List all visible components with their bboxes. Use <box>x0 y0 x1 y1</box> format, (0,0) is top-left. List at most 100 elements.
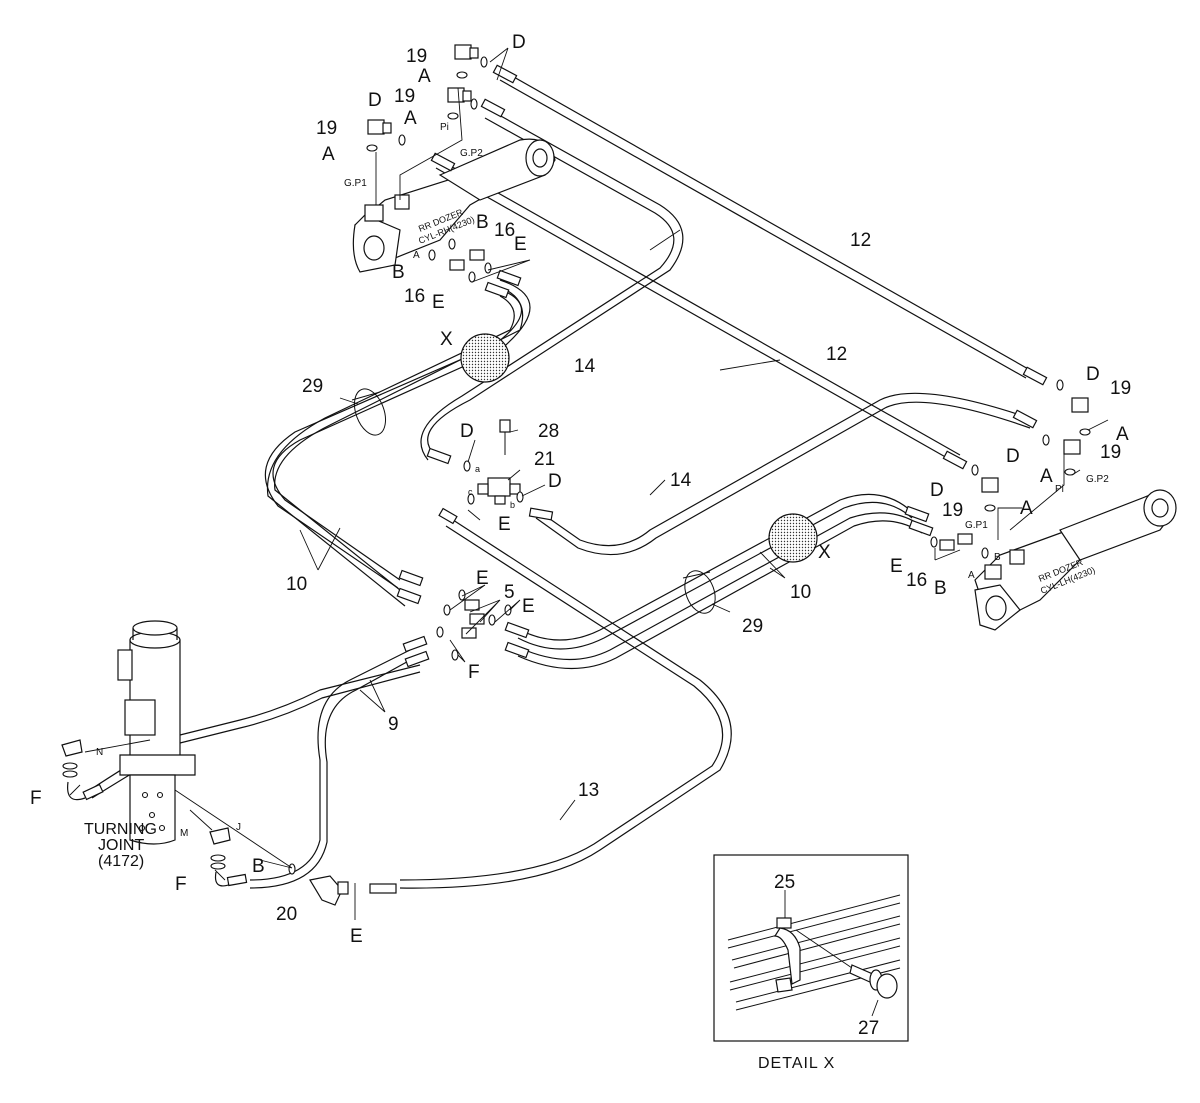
callout-E: E <box>498 514 511 535</box>
callout-14: 14 <box>670 470 692 491</box>
callout-21: 21 <box>534 449 555 470</box>
callout-16: 16 <box>494 220 515 241</box>
callout-pi: Pi <box>440 122 449 133</box>
turning-joint <box>117 620 196 845</box>
callout-X: X <box>818 542 831 563</box>
hose-12-upper <box>499 71 1031 379</box>
callout-A: A <box>322 144 335 165</box>
callout-D: D <box>512 32 526 53</box>
port-b: b <box>510 500 515 510</box>
callout-28: 28 <box>538 421 559 442</box>
o-ring-icon <box>288 56 1091 875</box>
hose-12-lower <box>435 159 961 464</box>
hose-10-left <box>264 279 531 607</box>
elbow-fitting-icon <box>981 397 1089 493</box>
callout-13: 13 <box>578 780 599 801</box>
callout-19: 19 <box>942 500 963 521</box>
elbow-fitting-icon <box>309 875 349 906</box>
callout-29: 29 <box>302 376 323 397</box>
callout-29: 29 <box>742 616 763 637</box>
callout-B: B <box>476 212 489 233</box>
adapter-fitting <box>449 249 973 551</box>
tee-fitting <box>477 419 521 505</box>
callout-14: 14 <box>574 356 596 377</box>
hose-13 <box>399 517 732 889</box>
callout-20: 20 <box>276 904 297 925</box>
callout-E: E <box>432 292 445 313</box>
callout-D: D <box>460 421 474 442</box>
callout-A: A <box>418 66 431 87</box>
callout-10: 10 <box>790 582 811 603</box>
callout-16: 16 <box>404 286 425 307</box>
cylinder-rh: RR DOZER CYL-RH(4230) <box>352 138 556 273</box>
callout-9: 9 <box>388 714 399 735</box>
hose-9 <box>159 649 421 889</box>
callout-B: B <box>934 578 947 599</box>
elbow-fitting-icon <box>367 44 479 135</box>
callout-10: 10 <box>286 574 307 595</box>
hatched-circle-marker <box>768 513 818 563</box>
callout-5: 5 <box>504 582 515 603</box>
callout-B-small: B <box>994 552 1001 563</box>
callout-19: 19 <box>316 118 337 139</box>
callout-A: A <box>1040 466 1053 487</box>
hose-ends <box>82 64 1048 894</box>
callout-19: 19 <box>1100 442 1121 463</box>
callout-B: B <box>392 262 405 283</box>
bolt-27 <box>849 964 898 1017</box>
hose-group <box>89 71 1036 889</box>
callout-gp2: G.P2 <box>460 148 483 159</box>
callout-F: F <box>30 788 42 809</box>
elbow-fitting-icon <box>61 739 241 887</box>
callout-labels: 19 A D 19 A Pi D 19 A G.P1 G.P2 B A B 16… <box>30 32 1131 947</box>
callout-pi: Pi <box>1055 484 1064 495</box>
turning-joint-code: (4172) <box>98 853 144 870</box>
detail-title: DETAIL X <box>758 1055 835 1072</box>
callout-19: 19 <box>1110 378 1131 399</box>
hose-clamp-icon <box>682 570 716 614</box>
callout-gp2: G.P2 <box>1086 474 1109 485</box>
callout-X: X <box>440 329 453 350</box>
callout-12: 12 <box>850 230 871 251</box>
detail-callout-25: 25 <box>774 872 795 893</box>
turning-joint-title: TURNING <box>84 821 157 838</box>
callout-A-small: A <box>413 250 420 261</box>
callout-A: A <box>1116 424 1129 445</box>
callout-F: F <box>468 662 480 683</box>
adapter-fitting <box>461 599 485 639</box>
detail-x-panel: 25 27 <box>713 854 909 1042</box>
callout-E: E <box>476 568 489 589</box>
callout-19: 19 <box>394 86 415 107</box>
callout-E: E <box>350 926 363 947</box>
hose-10-right <box>517 493 923 670</box>
callout-E: E <box>522 596 535 617</box>
port-j: J <box>236 822 241 833</box>
hose-14-lower <box>535 392 1036 556</box>
port-n: N <box>96 747 103 758</box>
callout-B: B <box>252 856 265 877</box>
callout-E: E <box>514 234 527 255</box>
callout-gp1: G.P1 <box>344 178 367 189</box>
callout-19: 19 <box>406 46 427 67</box>
detail-callout-27: 27 <box>858 1018 879 1039</box>
callout-D: D <box>548 471 562 492</box>
callout-A: A <box>1020 498 1033 519</box>
hatched-circle-marker <box>460 333 510 383</box>
callout-A-small: A <box>968 570 975 581</box>
hose-clamp-icon <box>773 890 853 993</box>
callout-16: 16 <box>906 570 927 591</box>
cylinder-lh: RR DOZER CYL-LH(4230) <box>974 489 1177 631</box>
callout-D: D <box>1006 446 1020 467</box>
callout-gp1: G.P1 <box>965 520 988 531</box>
callout-A: A <box>404 108 417 129</box>
port-c: c <box>468 487 473 497</box>
callout-D: D <box>1086 364 1100 385</box>
callout-12: 12 <box>826 344 847 365</box>
leader-lines <box>69 47 1109 920</box>
port-a: a <box>475 464 480 474</box>
callout-F: F <box>175 874 187 895</box>
callout-D: D <box>930 480 944 501</box>
callout-E: E <box>890 556 903 577</box>
hose-14-upper <box>420 109 684 461</box>
